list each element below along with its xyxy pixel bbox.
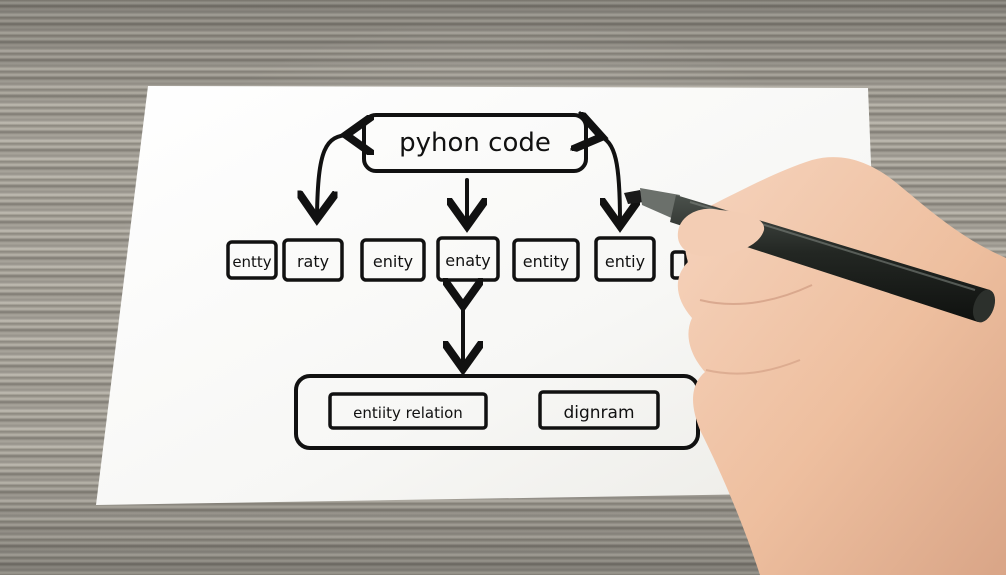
paper-sheet <box>96 86 884 505</box>
entity-box-6: entiy <box>594 236 656 282</box>
entity-label: entty <box>232 253 271 271</box>
entity-label: raty <box>297 252 329 271</box>
entity-label: enity <box>373 252 413 271</box>
diagram-box <box>538 390 660 430</box>
diagram-label: dignram <box>563 403 634 423</box>
relation-box <box>328 392 488 430</box>
fingertip <box>677 208 765 257</box>
relation-label: entiity relation <box>353 404 463 422</box>
top-box-label: pyhon code <box>399 128 551 158</box>
entity-row: entty raty enity enaty entity entiy <box>226 236 688 282</box>
entity-box-4: enaty <box>436 236 500 282</box>
arrows-top <box>317 135 620 365</box>
entity-box-2: raty <box>282 238 344 282</box>
entity-box-5: entity <box>512 238 580 282</box>
entity-box-1: entty <box>226 240 278 280</box>
entity-label: entity <box>523 252 569 271</box>
entity-label: enaty <box>445 251 491 270</box>
entity-box-3: enity <box>360 238 426 282</box>
entity-label: entiy <box>605 252 645 271</box>
